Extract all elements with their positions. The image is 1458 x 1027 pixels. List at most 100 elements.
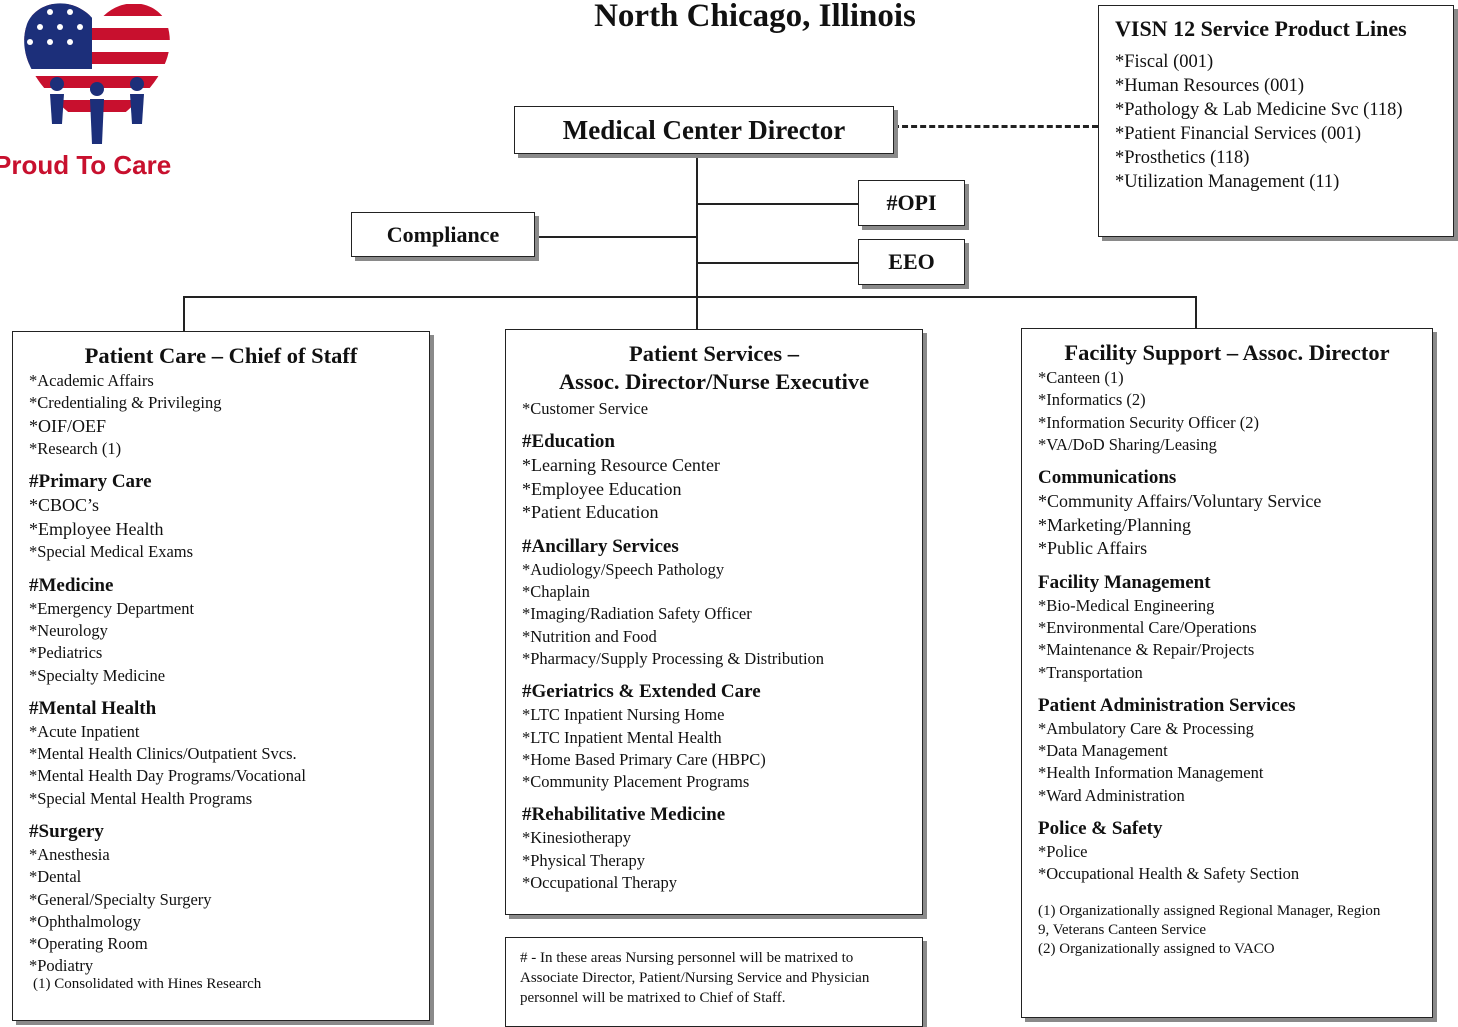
- list-item: *Canteen (1): [1038, 368, 1124, 387]
- list-item: *Ophthalmology: [29, 911, 141, 931]
- connector-col3: [1195, 296, 1197, 330]
- list-item: *OIF/OEF: [29, 415, 107, 436]
- list-item: *Acute Inpatient: [29, 721, 140, 741]
- dashed-connector-visn: [893, 125, 1098, 128]
- matrix-footnote-box: # - In these areas Nursing personnel wil…: [505, 937, 923, 1027]
- section-heading: Police & Safety: [1038, 818, 1163, 840]
- list-item: *Ward Administration: [1038, 785, 1185, 805]
- visn-title: VISN 12 Service Product Lines: [1115, 16, 1407, 41]
- list-item: *Human Resources (001): [1115, 76, 1305, 96]
- list-item: *Utilization Management (11): [1115, 172, 1340, 192]
- opi-label: #OPI: [886, 190, 937, 215]
- footnote: (2) Organizationally assigned to VACO: [1038, 940, 1275, 957]
- director-box: Medical Center Director: [514, 106, 894, 154]
- list-item: *Pediatrics: [29, 643, 103, 663]
- list-item: *Community Affairs/Voluntary Service: [1038, 491, 1322, 512]
- list-item: *Community Placement Programs: [522, 772, 750, 792]
- visn-box: VISN 12 Service Product Lines *Fiscal (0…: [1098, 5, 1454, 237]
- list-item: *Maintenance & Repair/Projects: [1038, 640, 1255, 660]
- list-item: *Patient Education: [522, 502, 659, 523]
- section-heading: #Rehabilitative Medicine: [522, 804, 726, 826]
- section-heading: Facility Management: [1038, 571, 1211, 593]
- list-item: *Information Security Officer (2): [1038, 412, 1259, 432]
- list-item: *Neurology: [29, 620, 108, 640]
- compliance-label: Compliance: [386, 221, 500, 247]
- list-item: *Imaging/Radiation Safety Officer: [522, 604, 752, 624]
- matrix-footnote: # - In these areas Nursing personnel wil…: [520, 950, 870, 1006]
- list-item: *Specialty Medicine: [29, 665, 166, 685]
- list-item: *LTC Inpatient Nursing Home: [522, 705, 725, 725]
- patient-services-title-2: Assoc. Director/Nurse Executive: [558, 369, 870, 394]
- section-heading: #Mental Health: [29, 697, 157, 719]
- list-item: *Prosthetics (118): [1115, 148, 1250, 168]
- list-item: *General/Specialty Surgery: [29, 889, 212, 909]
- proud-to-care-logo: Proud To Care: [0, 0, 200, 185]
- list-item: *Employee Education: [522, 478, 682, 499]
- connector-eeo: [696, 262, 858, 264]
- list-item: *VA/DoD Sharing/Leasing: [1038, 434, 1217, 454]
- list-item: *LTC Inpatient Mental Health: [522, 727, 722, 747]
- connector-director-down: [696, 152, 698, 332]
- list-item: *Operating Room: [29, 934, 148, 954]
- list-item: *Transportation: [1038, 662, 1143, 682]
- list-item: *Marketing/Planning: [1038, 514, 1191, 535]
- section-heading: Communications: [1038, 467, 1177, 489]
- list-item: *Special Medical Exams: [29, 542, 194, 562]
- compliance-box: Compliance: [351, 212, 535, 257]
- section-heading: #Surgery: [29, 821, 104, 843]
- section-heading: #Ancillary Services: [522, 535, 679, 557]
- list-item: *Ambulatory Care & Processing: [1038, 718, 1254, 738]
- patient-services-title-1: Patient Services –: [629, 341, 799, 366]
- logo-text: Proud To Care: [0, 150, 172, 180]
- list-item: *Special Mental Health Programs: [29, 788, 253, 808]
- section-heading: Patient Administration Services: [1038, 694, 1296, 716]
- list-item: *Anesthesia: [29, 845, 110, 865]
- list-item: *Informatics (2): [1038, 390, 1146, 410]
- list-item: *Pharmacy/Supply Processing & Distributi…: [522, 648, 825, 668]
- section-heading: #Primary Care: [29, 471, 152, 493]
- footnote: (1) Consolidated with Hines Research: [33, 975, 262, 992]
- list-item: *Academic Affairs: [29, 371, 154, 390]
- list-item: *Emergency Department: [29, 598, 195, 618]
- list-item: *Occupational Health & Safety Section: [1038, 864, 1300, 884]
- list-item: *Mental Health Clinics/Outpatient Svcs.: [29, 744, 297, 764]
- list-item: *Patient Financial Services (001): [1115, 124, 1362, 144]
- list-item: *Kinesiotherapy: [522, 828, 632, 848]
- patient-care-box: Patient Care – Chief of Staff *Academic …: [12, 331, 430, 1021]
- list-item: *Employee Health: [29, 518, 164, 539]
- visn-list: *Fiscal (001) *Human Resources (001) *Pa…: [1115, 50, 1453, 194]
- list-item: *Bio-Medical Engineering: [1038, 595, 1215, 615]
- list-item: *Chaplain: [522, 582, 590, 602]
- list-item: *Home Based Primary Care (HBPC): [522, 749, 766, 769]
- list-item: *Research (1): [29, 439, 122, 459]
- list-item: *Mental Health Day Programs/Vocational: [29, 766, 306, 786]
- list-item: *Fiscal (001): [1115, 52, 1214, 72]
- list-item: *Pathology & Lab Medicine Svc (118): [1115, 100, 1403, 120]
- connector-horizontal: [183, 296, 1196, 298]
- list-item: *CBOC’s: [29, 495, 100, 516]
- list-item: *Dental: [29, 867, 82, 887]
- page-title: North Chicago, Illinois: [594, 0, 916, 34]
- section-heading: #Medicine: [29, 574, 114, 596]
- list-item: *Police: [1038, 842, 1088, 862]
- list-item: *Podiatry: [29, 955, 94, 975]
- connector-opi: [696, 203, 858, 205]
- list-item: *Environmental Care/Operations: [1038, 617, 1257, 637]
- heart-flag-people-icon: [24, 3, 170, 144]
- director-label: Medical Center Director: [562, 114, 846, 145]
- list-item: *Audiology/Speech Pathology: [522, 559, 725, 579]
- list-item: *Learning Resource Center: [522, 455, 720, 476]
- footnote: (1) Organizationally assigned Regional M…: [1038, 902, 1381, 938]
- list-item: *Nutrition and Food: [522, 626, 657, 646]
- eeo-box: EEO: [858, 239, 965, 285]
- list-item: *Credentialing & Privileging: [29, 393, 222, 413]
- list-item: *Physical Therapy: [522, 850, 645, 870]
- facility-support-box: Facility Support – Assoc. Director *Cant…: [1021, 328, 1433, 1018]
- eeo-label: EEO: [888, 249, 935, 274]
- section-heading: #Geriatrics & Extended Care: [522, 681, 761, 703]
- list-item: *Customer Service: [522, 399, 649, 418]
- patient-services-box: Patient Services – Assoc. Director/Nurse…: [505, 329, 923, 915]
- list-item: *Public Affairs: [1038, 538, 1148, 559]
- list-item: *Health Information Management: [1038, 763, 1264, 783]
- connector-col1: [183, 296, 185, 332]
